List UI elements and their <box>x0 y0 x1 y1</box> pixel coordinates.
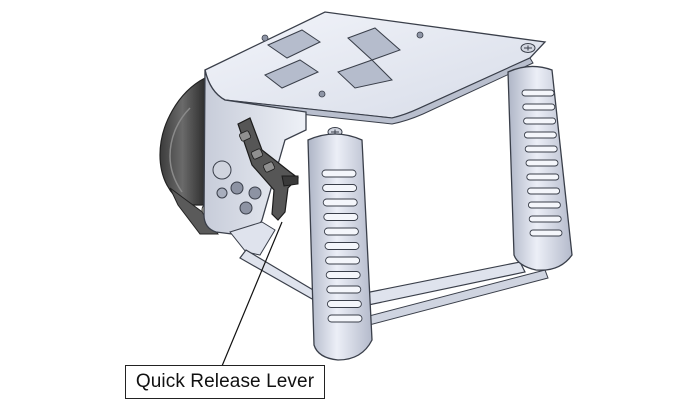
grip-slot <box>325 256 361 265</box>
grip-slot <box>528 215 562 223</box>
grip-slot <box>327 314 363 323</box>
grip-slot <box>522 103 556 111</box>
grip-slot <box>525 159 559 167</box>
top-plate <box>204 11 547 137</box>
callout-leader-line <box>221 221 283 367</box>
grip-slot <box>323 213 359 221</box>
plate-cutout <box>264 59 320 89</box>
grip-slot <box>524 145 558 153</box>
bottom-rail <box>239 249 549 331</box>
grip-slot <box>323 227 359 236</box>
front-handle <box>307 133 373 361</box>
grip-slot <box>523 117 557 125</box>
phillips-screw-icon <box>520 43 536 53</box>
callout-label: Quick Release Lever <box>135 371 315 392</box>
grip-slot <box>526 173 560 181</box>
grip-slot <box>529 229 563 237</box>
grip-slot <box>326 285 362 294</box>
rear-handle <box>507 65 573 271</box>
grip-slot <box>322 198 358 207</box>
grip-slot <box>527 201 561 209</box>
plate-cutout <box>347 27 401 61</box>
grip-slot <box>527 187 561 195</box>
grip-slot <box>324 242 360 250</box>
grip-slot <box>322 184 358 192</box>
plate-cutout <box>337 59 394 89</box>
grip-slot <box>325 271 361 279</box>
grip-slot <box>521 89 555 97</box>
plate-cutout <box>266 29 322 59</box>
grip-slot <box>321 169 357 178</box>
grip-slot <box>523 131 557 139</box>
quick-release-lever <box>237 117 299 221</box>
callout-box: Quick Release Lever <box>125 365 325 399</box>
grip-slot <box>326 300 362 308</box>
